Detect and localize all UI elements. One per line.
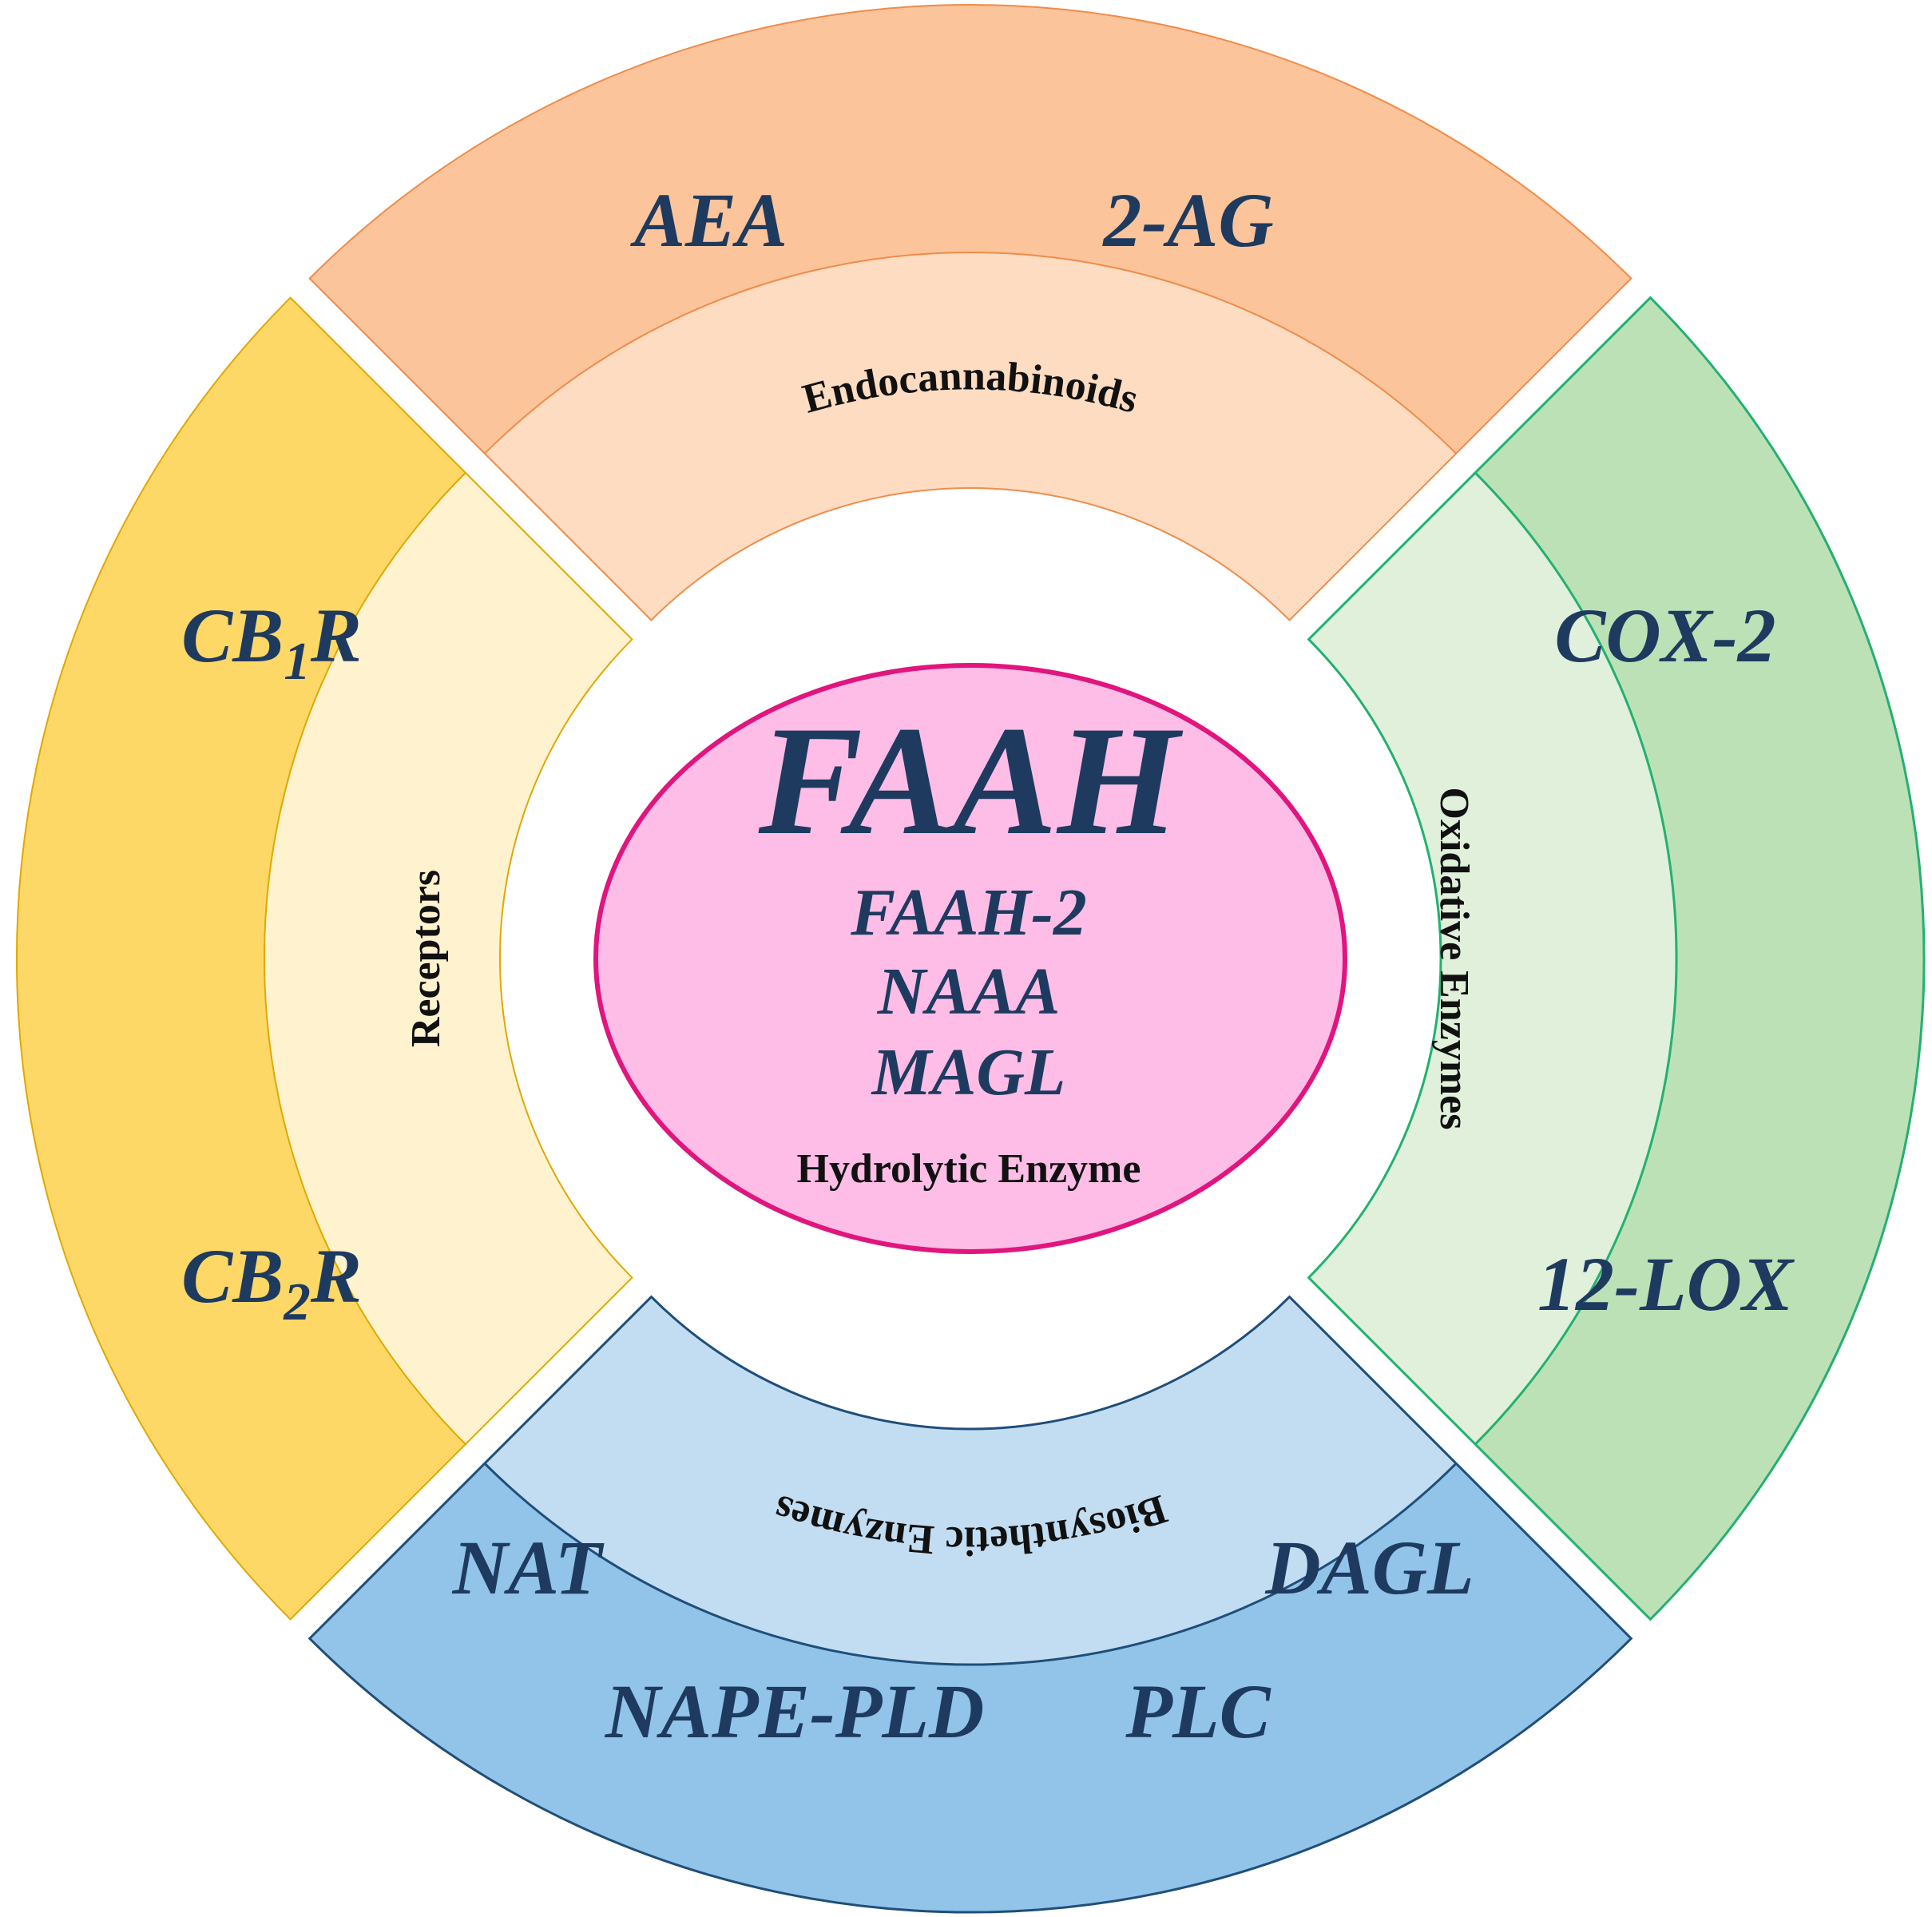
faah-title: FAAH xyxy=(758,694,1184,867)
biosynthetic-item-nat: NAT xyxy=(452,1525,605,1610)
oxidative-enzymes-ring-divider xyxy=(1474,471,1678,1446)
biosynthetic-item-dagl: DAGL xyxy=(1264,1525,1474,1610)
endocannabinoids-outer-sector xyxy=(309,4,1632,454)
receptor-cb1r-subscript: 1 xyxy=(284,631,311,691)
endocannabinoid-item-2-ag: 2-AG xyxy=(1101,177,1273,263)
center-item-naaa: NAAA xyxy=(877,955,1061,1029)
endocannabinoids-inner-sector xyxy=(484,252,1457,621)
receptors-ring-divider xyxy=(263,472,466,1445)
oxidative-enzymes-label: Oxidative Enzymes xyxy=(1431,788,1477,1130)
biosynthetic-item-plc: PLC xyxy=(1125,1669,1271,1754)
biosynthetic-enzymes-outer-sector xyxy=(309,1463,1632,1913)
faah-center-ellipse xyxy=(596,665,1345,1252)
biosynthetic-enzymes-sector-outline xyxy=(307,1295,1633,1914)
oxidative-item-12-lox: 12-LOX xyxy=(1537,1241,1795,1327)
oxidative-enzymes-sector-outline xyxy=(1307,296,1926,1621)
receptor-cb1r-main: CB xyxy=(181,593,284,678)
receptor-item-cb2r: CB2R xyxy=(181,1233,362,1332)
receptor-cb1r-suffix: R xyxy=(310,593,362,678)
oxidative-enzymes-outer-sector xyxy=(1475,297,1925,1620)
endocannabinoids-sector-outline xyxy=(308,4,1632,621)
receptors-sector-outline xyxy=(16,296,633,1621)
faah-center-ellipse-outline xyxy=(593,663,1347,1254)
receptor-cb2r-main: CB xyxy=(181,1233,284,1319)
endocannabinoid-item-aea: AEA xyxy=(630,177,787,263)
center-item-faah-2: FAAH-2 xyxy=(850,875,1087,950)
center-item-magl: MAGL xyxy=(871,1035,1066,1109)
receptors-label: Receptors xyxy=(403,870,449,1047)
hydrolytic-enzyme-label: Hydrolytic Enzyme xyxy=(797,1146,1141,1192)
receptors-inner-sector xyxy=(264,472,633,1445)
biosynthetic-enzymes-inner-sector xyxy=(484,1296,1457,1665)
oxidative-enzymes-inner-sector xyxy=(1308,472,1677,1445)
biosynthetic-item-nape-pld: NAPE-PLD xyxy=(605,1669,985,1754)
receptor-item-cb1r: CB1R xyxy=(181,593,362,691)
receptor-cb2r-subscript: 2 xyxy=(283,1272,311,1332)
receptor-cb2r-suffix: R xyxy=(310,1233,362,1319)
endocannabinoids-ring-divider xyxy=(484,251,1457,454)
biosynthetic-enzymes-ring-divider xyxy=(483,1463,1458,1666)
receptors-outer-sector xyxy=(16,297,466,1620)
oxidative-item-cox-2: COX-2 xyxy=(1554,593,1775,678)
